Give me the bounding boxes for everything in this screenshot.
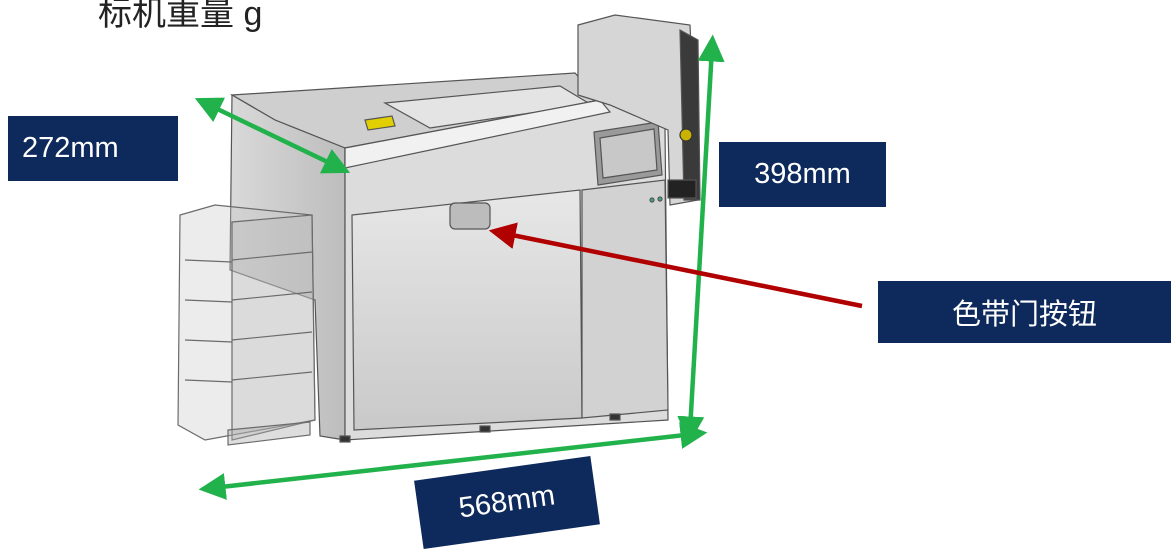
height-arrow — [677, 34, 725, 444]
callout-arrow — [488, 222, 863, 309]
card-hopper — [177, 204, 316, 446]
touch-screen — [599, 128, 658, 179]
height-label: 398mm — [719, 142, 886, 207]
width-arrow — [198, 422, 708, 500]
door-button-shape — [449, 202, 491, 230]
depth-arrow — [194, 97, 351, 174]
ribbon-door-button-label: 色带门按钮 — [878, 281, 1171, 343]
partial-heading: 标机重量 g — [98, 0, 263, 33]
printer-body — [229, 14, 701, 443]
depth-label: 272mm — [8, 116, 178, 181]
